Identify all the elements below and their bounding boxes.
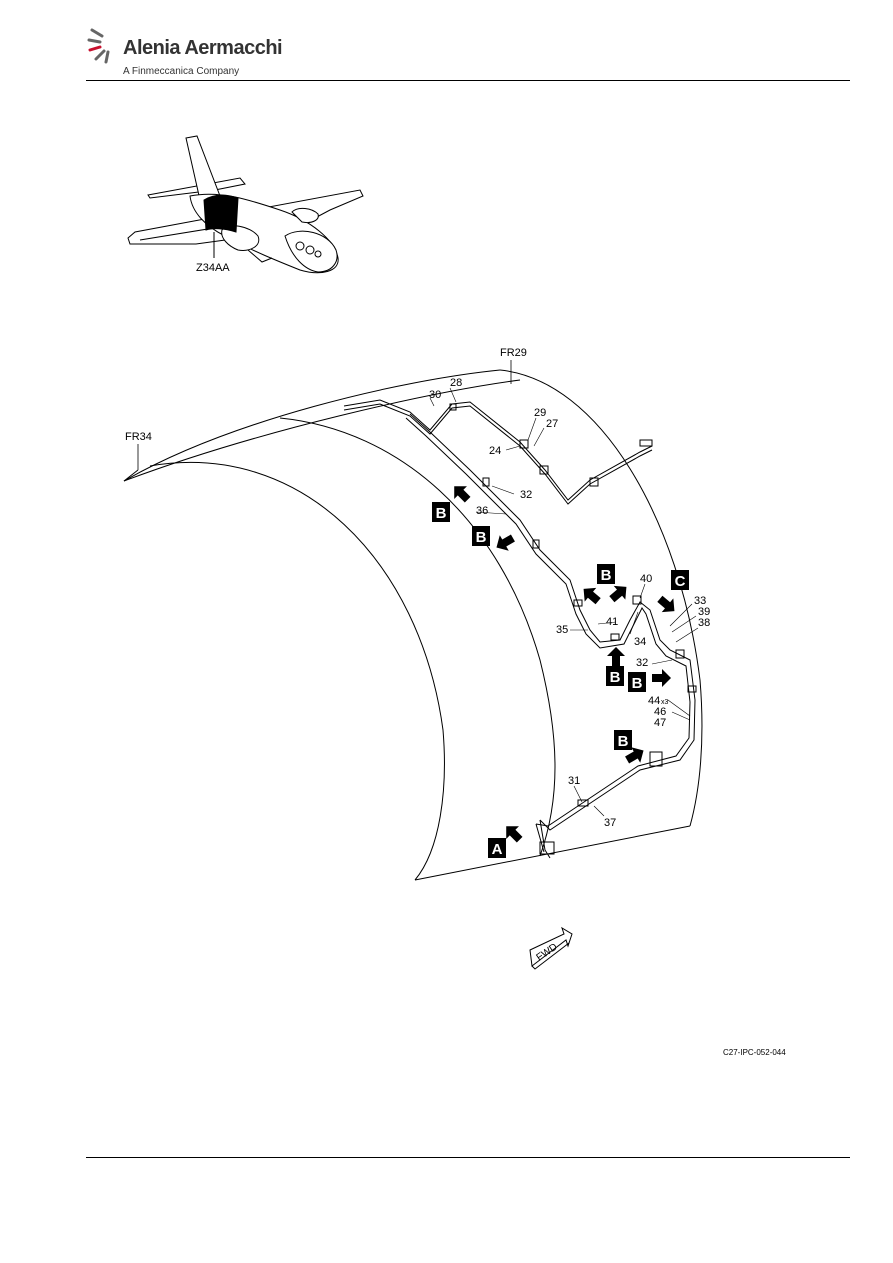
svg-text:B: B [476, 529, 487, 546]
view-label-b-2: B [472, 526, 490, 546]
aircraft-locator-diagram [127, 135, 364, 274]
footer-rule [86, 1157, 850, 1158]
company-logo: Alenia Aermacchi A Finmeccanica Company [86, 22, 286, 80]
callout-46: 46 [654, 706, 666, 718]
view-labels: B B B C B B B A [432, 502, 689, 858]
callout-40: 40 [640, 573, 652, 585]
callout-36: 36 [476, 505, 488, 517]
view-label-b-4: B [606, 666, 624, 686]
frame-fr34-label: FR34 [125, 431, 152, 443]
callout-47: 47 [654, 717, 666, 729]
callout-29: 29 [534, 407, 546, 419]
company-name: Alenia Aermacchi [123, 37, 283, 59]
callout-numbers: 28 30 29 27 24 32 36 40 33 39 38 41 35 3… [429, 377, 710, 829]
svg-text:B: B [601, 567, 612, 584]
callout-27: 27 [546, 418, 558, 430]
callout-leaders [429, 387, 699, 817]
view-label-b-5: B [628, 672, 646, 692]
callout-44: 44 [648, 695, 660, 707]
callout-35: 35 [556, 624, 568, 636]
callout-28: 28 [450, 377, 462, 389]
callout-39: 39 [698, 606, 710, 618]
aermacchi-swoosh-icon [87, 28, 110, 64]
view-label-a: A [488, 838, 506, 858]
view-label-b-1: B [432, 502, 450, 522]
svg-text:B: B [436, 505, 447, 522]
callout-32-upper: 32 [520, 489, 532, 501]
header-rule [86, 80, 850, 81]
callout-44-qty: x3 [661, 699, 669, 706]
svg-text:B: B [632, 675, 643, 692]
zone-label: Z34AA [196, 262, 230, 274]
view-label-b-3: B [597, 564, 615, 584]
callout-32-lower: 32 [636, 657, 648, 669]
callout-31: 31 [568, 775, 580, 787]
callout-24: 24 [489, 445, 501, 457]
view-label-c: C [671, 570, 689, 590]
svg-text:B: B [618, 733, 629, 750]
callout-33: 33 [694, 595, 706, 607]
callout-30: 30 [429, 389, 441, 401]
svg-text:B: B [610, 669, 621, 686]
callout-37: 37 [604, 817, 616, 829]
frame-fr29-label: FR29 [500, 347, 527, 359]
fwd-arrow-icon: FWD [529, 926, 573, 970]
svg-text:C: C [675, 573, 686, 590]
view-label-b-6: B [614, 730, 632, 750]
pipe-routing [343, 399, 697, 859]
company-subtitle: A Finmeccanica Company [123, 66, 240, 77]
svg-text:A: A [492, 841, 503, 858]
fuselage-frames [123, 369, 703, 881]
callout-41: 41 [606, 616, 618, 628]
figure-reference: C27-IPC-052-044 [723, 1048, 786, 1057]
callout-34: 34 [634, 636, 646, 648]
callout-38: 38 [698, 617, 710, 629]
